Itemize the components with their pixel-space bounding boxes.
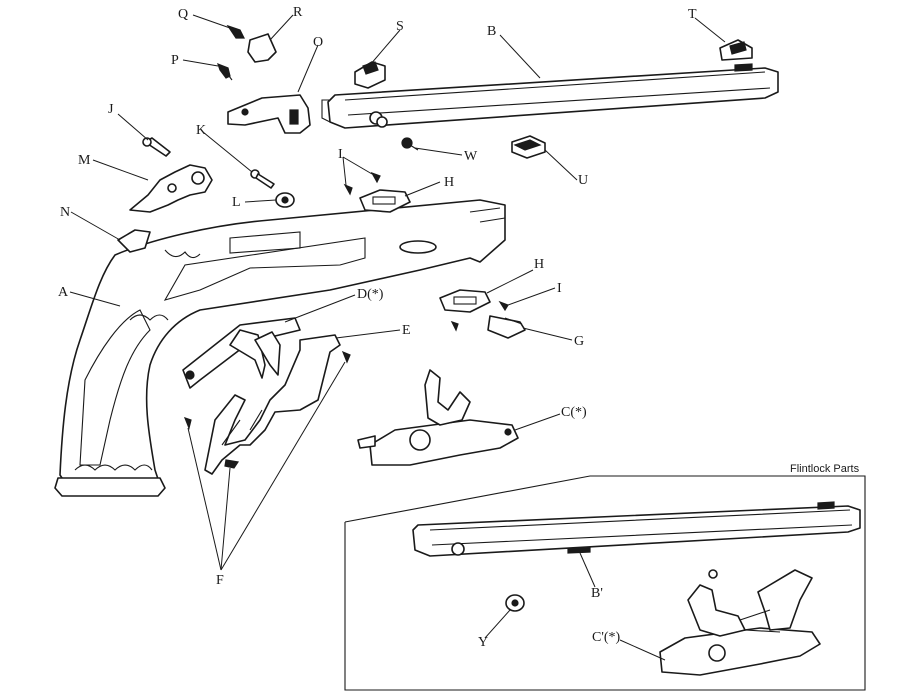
part-k-screw — [250, 169, 275, 189]
label-q: Q — [178, 7, 188, 22]
part-h-plate-upper — [359, 189, 411, 213]
label-d: D(*) — [357, 287, 384, 302]
label-i-upper: I — [338, 147, 343, 162]
label-w: W — [464, 149, 478, 164]
part-w-screw — [401, 137, 419, 151]
inset-flintlock-parts: Flintlock Parts — [344, 463, 866, 691]
label-k: K — [196, 123, 206, 138]
part-c-lock — [357, 369, 519, 466]
part-i-screws-upper — [343, 171, 381, 196]
part-t-sight — [719, 39, 753, 61]
label-h-lower: H — [534, 257, 544, 272]
part-m-sideplate — [129, 164, 213, 213]
leader-lines — [69, 14, 726, 661]
part-d-trigger-assembly — [182, 317, 301, 389]
label-o: O — [313, 35, 323, 50]
part-g-wedge — [487, 315, 526, 339]
label-y: Y — [478, 635, 488, 650]
part-a-stock — [54, 199, 506, 497]
label-i-lower: I — [557, 281, 562, 296]
label-p: P — [171, 53, 179, 68]
label-b-prime: B' — [591, 586, 603, 601]
part-o-tang — [227, 94, 311, 134]
part-r-thimble — [247, 33, 277, 63]
part-y-screw — [505, 594, 525, 612]
part-n-escutcheon — [117, 229, 151, 253]
part-labels: Q R P O S B T J K M N L I H W U A D(*) E… — [58, 5, 697, 650]
label-n: N — [60, 205, 70, 220]
part-f-screws — [183, 350, 351, 469]
part-b-barrel — [321, 63, 779, 129]
label-f: F — [216, 573, 224, 588]
part-s-sight — [354, 61, 386, 89]
label-c: C(*) — [561, 405, 587, 420]
part-b-prime-barrel — [412, 501, 861, 557]
part-p-screw — [217, 62, 233, 81]
label-e: E — [402, 323, 411, 338]
label-a: A — [58, 285, 69, 300]
part-e-trigger-guard — [204, 334, 341, 475]
part-i-screws-lower — [450, 300, 509, 332]
label-l: L — [232, 195, 241, 210]
inset-title: Flintlock Parts — [790, 463, 860, 475]
part-h-plate-lower — [439, 289, 491, 313]
label-r: R — [293, 5, 303, 20]
part-j-screw — [142, 137, 171, 157]
label-g: G — [574, 334, 584, 349]
label-s: S — [396, 19, 404, 34]
label-c-prime: C'(*) — [592, 630, 621, 645]
part-c-prime-flintlock — [659, 569, 821, 676]
label-m: M — [78, 153, 91, 168]
label-h-upper: H — [444, 175, 454, 190]
label-t: T — [688, 7, 697, 22]
part-u-wedge — [511, 135, 546, 159]
label-u: U — [578, 173, 588, 188]
part-q-screw — [226, 24, 245, 39]
label-j: J — [108, 102, 114, 117]
label-b: B — [487, 24, 496, 39]
part-l-nut — [275, 192, 295, 208]
